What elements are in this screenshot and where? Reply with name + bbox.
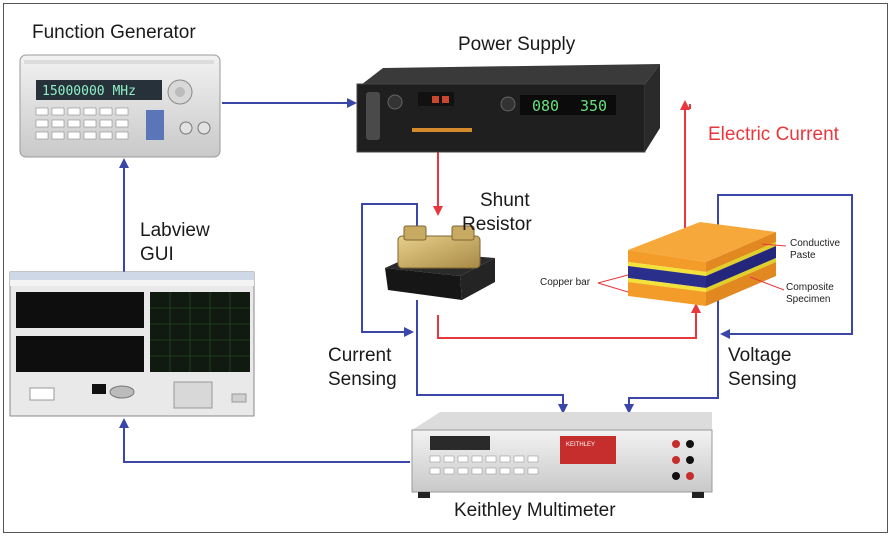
labview-title-line2: GUI <box>140 244 174 265</box>
labview-gui-window <box>9 271 255 417</box>
shunt-resistor-device <box>385 225 495 300</box>
power-supply-device: 080 350 <box>356 64 660 153</box>
voltage-sensing-label-line2: Sensing <box>728 369 797 390</box>
labview-title-line1: Labview <box>140 220 210 241</box>
composite-specimen-label-line2: Specimen <box>786 294 831 305</box>
conductive-paste-label-line1: Conductive <box>790 238 841 249</box>
function-generator-device: 15000000 MHz <box>19 54 221 158</box>
current-sensing-label-line2: Sensing <box>328 369 397 390</box>
current-sensing-label-line1: Current <box>328 345 392 366</box>
wire-multimeter-to-labview <box>119 418 410 463</box>
composite-specimen <box>597 222 787 306</box>
shunt-resistor-title-line2: Resistor <box>462 214 532 235</box>
fg-display-text: 15000000 MHz <box>42 84 136 99</box>
copper-bar-label: Copper bar <box>540 277 591 288</box>
ps-display-a: 080 <box>532 97 559 115</box>
shunt-resistor-title-line1: Shunt <box>480 190 530 211</box>
keithley-multimeter-device: KEITHLEY <box>411 412 713 498</box>
power-supply-title: Power Supply <box>458 34 576 55</box>
multimeter-brand-text: KEITHLEY <box>566 442 595 448</box>
ps-display-b: 350 <box>580 97 607 115</box>
function-generator-title: Function Generator <box>32 22 196 43</box>
multimeter-title: Keithley Multimeter <box>454 500 616 521</box>
voltage-sensing-label-line1: Voltage <box>728 345 792 366</box>
electric-current-label: Electric Current <box>708 124 839 145</box>
wire-shunt-to-specimen <box>437 303 701 339</box>
wire-current-sensing-loop <box>361 203 568 414</box>
wire-voltage-sensing-loop <box>624 194 853 414</box>
composite-specimen-label-line1: Composite <box>786 282 834 293</box>
conductive-paste-label-line2: Paste <box>790 250 816 261</box>
wire-specimen-to-power <box>680 100 691 230</box>
